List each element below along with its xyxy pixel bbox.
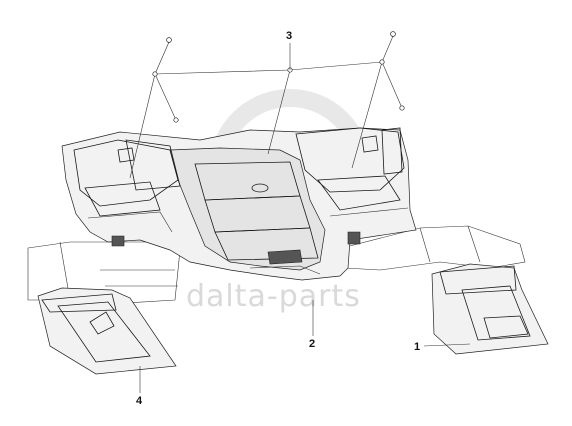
main-floor-carpet [61,127,417,281]
callout-label-4: 4 [136,395,143,407]
callout-label-3: 3 [286,30,292,42]
callout-label-2: 2 [309,338,315,350]
floor-mat-left [37,287,177,375]
callout-1: 1 [414,341,471,353]
callout-3: 3 [286,30,292,70]
callout-4: 4 [136,366,143,407]
clip-marker [152,31,405,123]
watermark-text: dalta-parts [186,279,361,314]
callout-2: 2 [309,300,315,350]
insulation-panel-right [341,225,526,271]
floor-mat-right [431,263,549,355]
callout-label-1: 1 [414,341,420,353]
